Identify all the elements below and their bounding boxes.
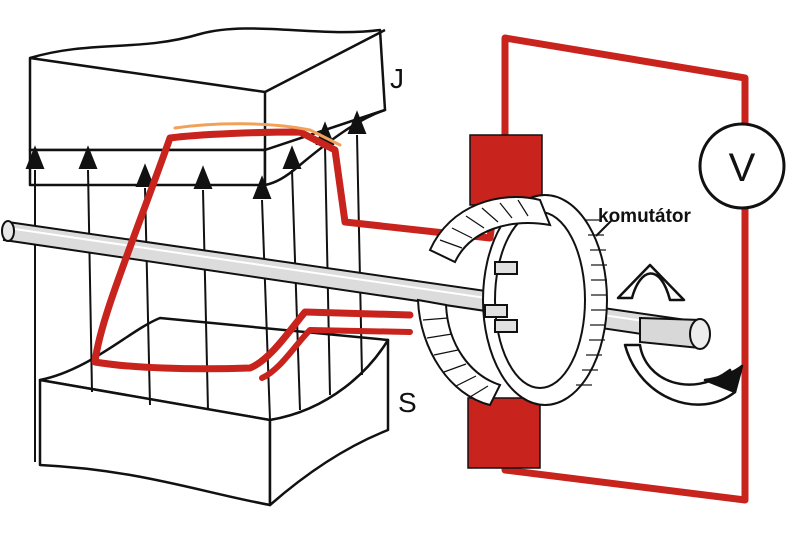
commutator-pointer xyxy=(595,219,613,237)
north-pole-label: J xyxy=(390,63,404,94)
field-line xyxy=(252,175,272,421)
field-line xyxy=(193,165,213,411)
rotation-arrow xyxy=(616,263,744,406)
south-magnet-pole xyxy=(38,316,390,507)
field-line xyxy=(282,145,302,411)
voltmeter: V xyxy=(698,122,786,210)
rotating-coil xyxy=(91,122,504,381)
commutator-ring xyxy=(416,194,608,407)
magnetic-field-lines xyxy=(25,110,367,462)
field-line xyxy=(25,145,45,462)
brushes xyxy=(467,134,543,469)
voltmeter-label: V xyxy=(729,146,756,190)
upper-brush xyxy=(469,134,543,206)
field-line xyxy=(347,110,367,376)
south-pole-label: S xyxy=(398,387,417,418)
lower-brush xyxy=(467,397,541,469)
commutator-label: komutátor xyxy=(598,206,692,227)
field-line xyxy=(78,145,98,393)
